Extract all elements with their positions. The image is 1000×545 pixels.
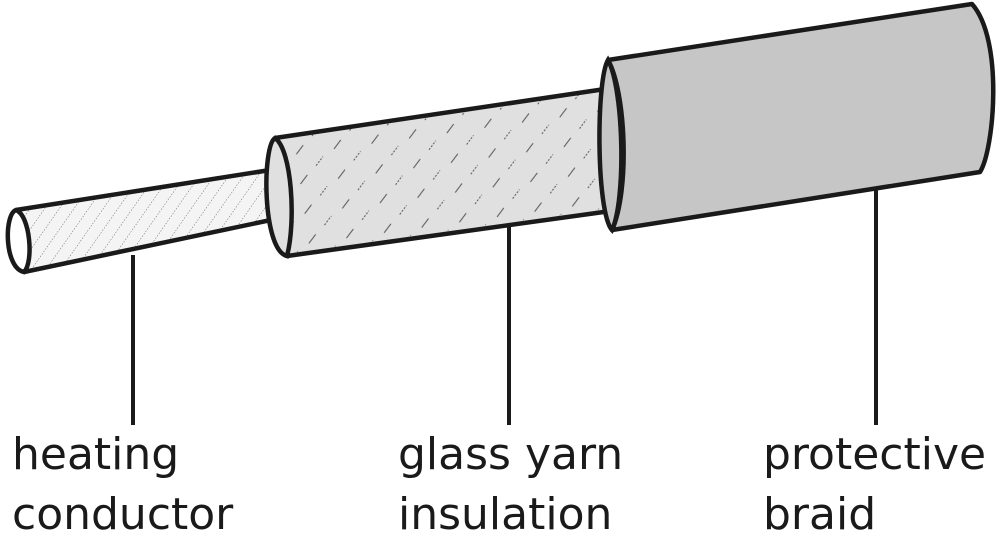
label-protective-braid-line2: braid [763,489,877,540]
conductor-end-cap [5,207,32,275]
label-heating-conductor-line1: heating [12,429,180,480]
label-glass-yarn-insulation-line1: glass yarn [398,429,624,480]
label-glass-yarn-insulation: glass yarn insulation [398,425,623,545]
label-protective-braid-line1: protective [763,429,987,480]
label-heating-conductor-line2: conductor [12,489,234,540]
heating-conductor [5,165,291,275]
glass-yarn-insulation [16,85,619,259]
braid-end-cap [597,55,624,235]
label-heating-conductor: heating conductor [12,425,233,545]
label-protective-braid: protective braid [763,425,986,545]
protective-braid [597,1,996,235]
insulation-end-cap [264,135,294,259]
label-glass-yarn-insulation-line2: insulation [398,489,613,540]
